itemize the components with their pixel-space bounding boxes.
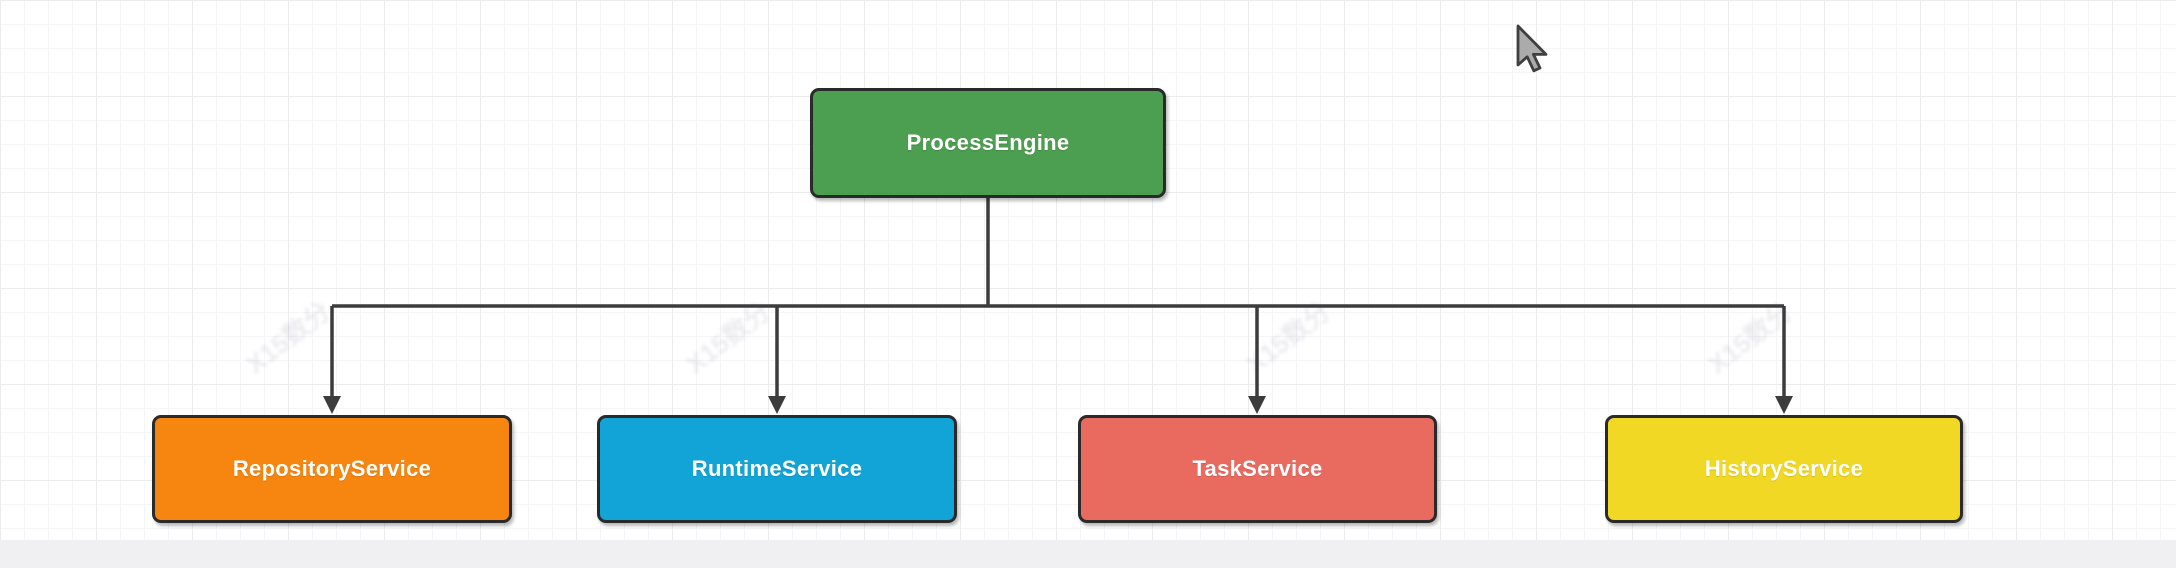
arrowhead-history: [1775, 396, 1793, 414]
node-label: RuntimeService: [691, 456, 863, 481]
node-history-service[interactable]: HistoryService: [1605, 415, 1963, 523]
watermark: X15数分: [1240, 295, 1337, 380]
node-process-engine[interactable]: ProcessEngine: [810, 88, 1166, 198]
watermark: X15数分: [240, 295, 337, 380]
node-runtime-service[interactable]: RuntimeService: [597, 415, 957, 523]
node-label: TaskService: [1192, 456, 1323, 481]
node-task-service[interactable]: TaskService: [1078, 415, 1437, 523]
node-label: ProcessEngine: [906, 130, 1070, 155]
mouse-cursor-icon: [1516, 24, 1548, 73]
watermark: X15数分: [680, 295, 777, 380]
bottom-letterbox-strip: [0, 540, 2176, 568]
node-repository-service[interactable]: RepositoryService: [152, 415, 512, 523]
node-label: HistoryService: [1704, 456, 1864, 481]
arrowhead-repository: [323, 396, 341, 414]
node-label: RepositoryService: [232, 456, 432, 481]
arrowhead-runtime: [768, 396, 786, 414]
arrowhead-task: [1248, 396, 1266, 414]
watermark: X15数分: [1702, 295, 1799, 380]
